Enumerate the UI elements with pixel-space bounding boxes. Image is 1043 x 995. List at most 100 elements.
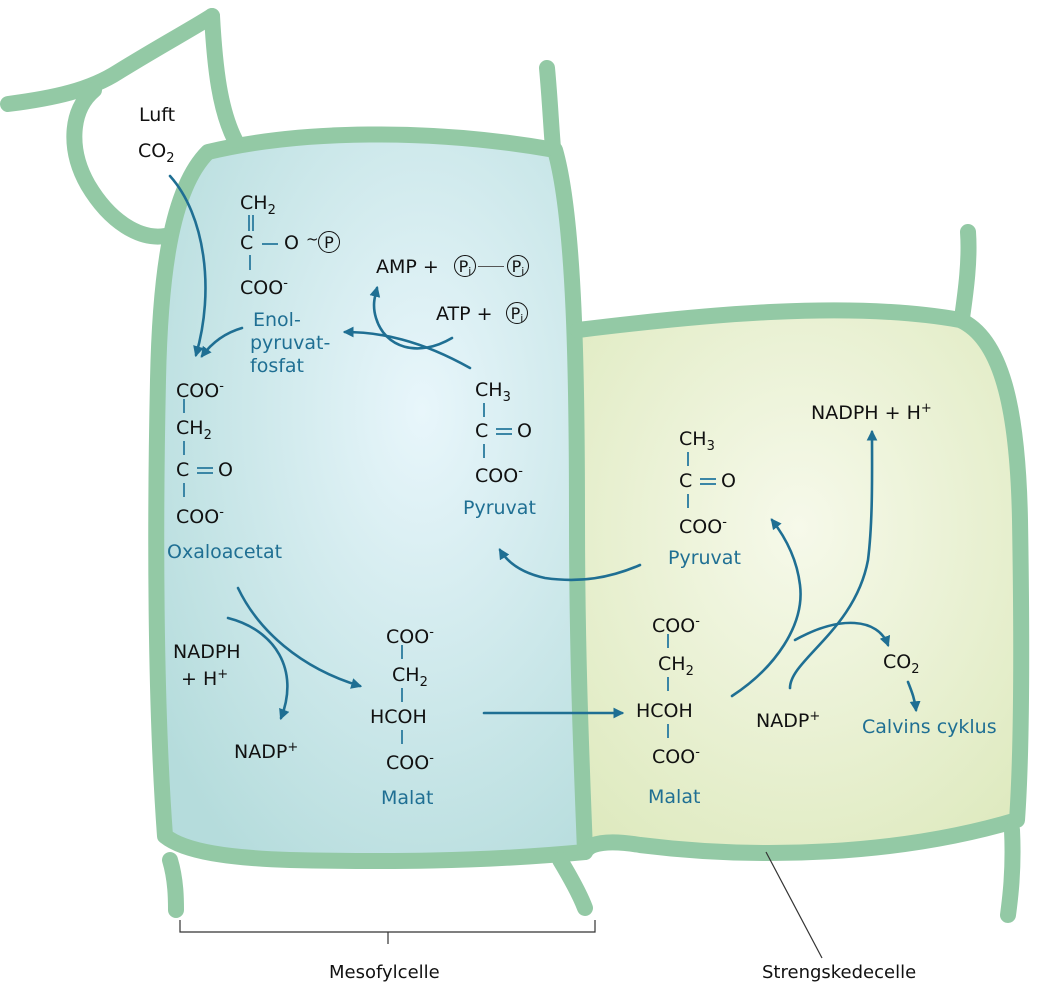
pyr-bundle-coo-text: COO [679,516,723,538]
pep-name-line-1: Enol- [253,309,301,331]
mal-meso-coo1-text: COO [386,626,430,648]
malate-meso-name: Malat [381,787,434,809]
mal-bundle-coo2-charge: - [695,745,700,760]
oaa-coo1-text: COO [176,380,220,402]
oaa-bond-2 [183,441,185,455]
nadph-meso-h: + H [181,668,218,690]
wall-stub-bottom-right [1000,822,1021,923]
bundle-sheath-leader-line [765,851,823,959]
oxaloacetate-carbon: C [176,459,190,481]
air-space-wall-arc [66,82,173,245]
pyr-bundle-bond-1 [687,452,689,466]
nadp-meso-text: NADP [234,741,288,763]
nadph-bundle: NADPH + H+ [811,398,932,424]
mal-meso-ch2-text: CH [392,664,420,686]
nadph-meso-line-2: + H+ [181,664,228,690]
malate-meso-coo-top: COO- [386,622,434,648]
malate-bundle-name: Malat [648,786,701,808]
nadp-meso-charge: + [287,740,299,755]
mal-bundle-bond-1 [667,634,669,648]
malate-meso-ch2: CH2 [392,664,428,694]
malate-bundle-hcoh: HCOH [636,700,693,722]
arrow-nadph-to-nadp [226,616,290,721]
pep-phosphate: P [318,231,340,253]
nadp-meso: NADP+ [234,737,298,763]
air-space-wall-left [204,8,243,148]
oxaloacetate-ch2: CH2 [176,417,212,447]
arrow-co2-to-calvin [906,680,921,713]
pep-coo-text: COO [240,277,284,299]
mal-bundle-ch2-text: CH [658,653,686,675]
air-space-wall-top [0,8,220,112]
oaa-coo2-text: COO [176,506,220,528]
arrow-atp-to-amp [369,285,454,350]
co2-bundle-text: CO [883,651,912,673]
pep-name-line-2: pyruvat- [250,332,331,354]
malate-bundle-coo-top: COO- [652,611,700,637]
atp-label: ATP + [436,303,493,325]
nadph-bundle-charge: + [920,401,932,416]
pep-carbon: C [240,232,254,254]
pep-c-o-bond [262,243,278,245]
nadph-bundle-text: NADPH + H [811,402,921,424]
pep-oxygen: O [284,232,299,254]
co2-bundle-sub: 2 [911,662,920,677]
pyr-meso-ch3-sub: 3 [502,390,511,405]
pep-double-bond [248,215,250,231]
oxaloacetate-coo-top: COO- [176,376,224,402]
pyruvate-bundle-name: Pyruvat [668,547,741,569]
pyruvate-bundle-ch3: CH3 [679,428,715,458]
oxaloacetate-name: Oxaloacetat [167,541,283,563]
amp-pi-2: Pi [507,255,529,278]
pyruvate-bundle-carbon: C [679,470,693,492]
pyr-bundle-bond-2 [687,494,689,508]
amp-pi-2-sub: i [521,265,525,278]
oaa-bond-1 [183,399,185,413]
pep-coo: COO- [240,273,288,299]
mesophyll-cell-wall [148,126,593,870]
pep-coo-charge: - [283,276,288,291]
nadp-bundle: NADP+ [756,706,820,732]
mesophyll-cell-fill [156,134,585,862]
pep-c-coo-bond [249,255,251,270]
nadp-bundle-text: NADP [756,710,810,732]
oaa-coo1-charge: - [219,379,224,394]
malate-meso-coo-bottom: COO- [386,748,434,774]
pyr-meso-coo-text: COO [475,465,519,487]
mal-meso-ch2-sub: 2 [419,675,428,690]
arrow-to-co2-release [793,621,891,648]
atp-pi-circle: Pi [506,302,528,325]
amp-pi-2-circle: Pi [507,255,529,278]
arrow-malate-to-pyruvate [730,518,802,698]
arrow-nadp-to-nadph [788,429,878,690]
wall-stub-bottom-left [162,852,184,918]
air-co2-text: CO [138,140,167,162]
pep-ch2: CH2 [240,192,276,222]
mal-bundle-coo1-text: COO [652,615,696,637]
wall-stub-right-top [954,224,977,326]
pep-phosphate-circle: P [318,231,340,253]
mal-meso-bond-3 [401,730,403,744]
pep-high-energy-bond: ~ [306,230,319,248]
nadp-bundle-charge: + [809,709,821,724]
pyruvate-bundle-coo: COO- [679,512,727,538]
air-co2-label: CO2 [138,140,175,170]
oaa-ch2-text: CH [176,417,204,439]
pyr-meso-coo-charge: - [518,464,523,479]
pyr-meso-double-bond [496,428,512,430]
mesophyll-cell-label: Mesofylcelle [329,962,440,983]
malate-bundle-ch2: CH2 [658,653,694,683]
amp-pi-1: Pi [454,255,476,278]
arrow-pyruvate-to-pep [342,326,472,370]
mal-meso-bond-2 [401,688,403,702]
calvin-cycle-label: Calvins cyklus [862,716,997,738]
co2-bundle: CO2 [883,651,920,681]
mal-bundle-coo2-text: COO [652,746,696,768]
arrow-co2-to-oxaloacetate [168,174,207,358]
wall-stub-bottom-mid [552,852,593,916]
mesophyll-bracket [179,920,596,944]
pyr-bundle-coo-charge: - [722,515,727,530]
wall-stub-top [539,60,561,156]
